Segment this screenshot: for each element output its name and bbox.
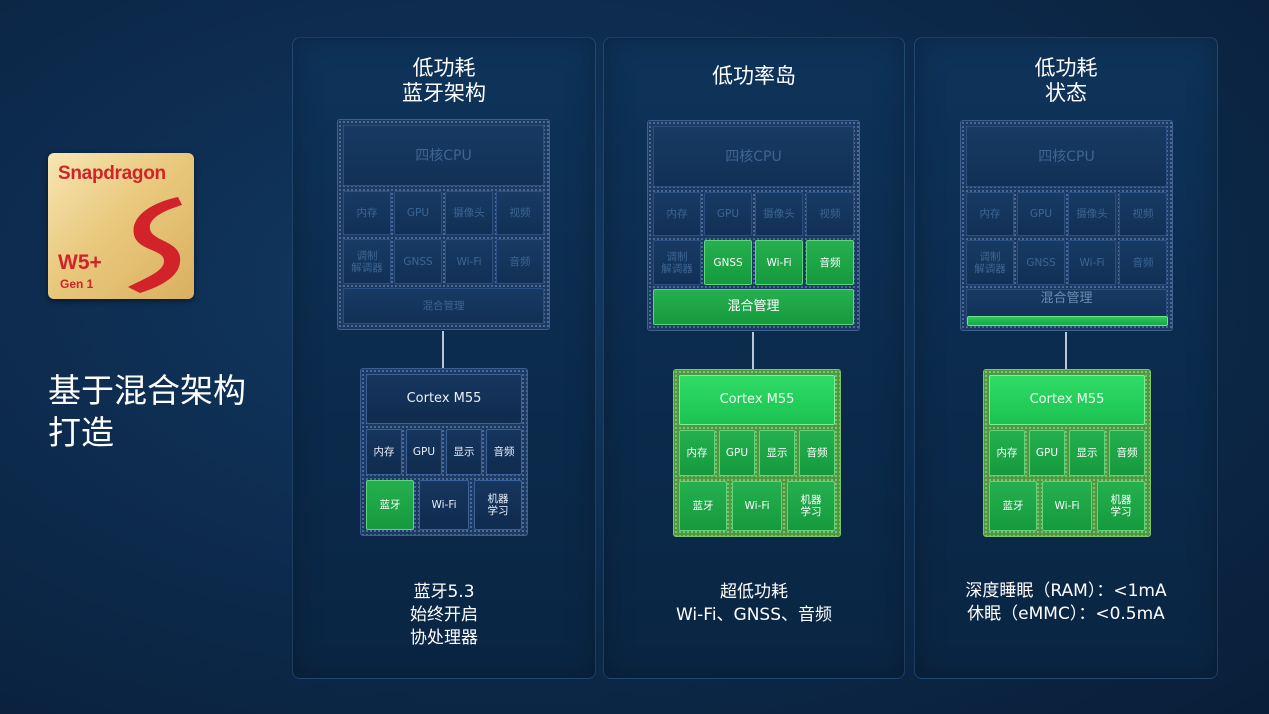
- audio-block: 音频: [1109, 430, 1145, 476]
- cortex-m55-core: Cortex M55: [989, 375, 1145, 425]
- display-block: 显示: [759, 430, 795, 476]
- memory-block: 内存: [679, 430, 715, 476]
- cpu-block: 四核CPU: [343, 125, 544, 186]
- bluetooth-block: 蓝牙: [366, 480, 414, 530]
- modem-block: 调制 解调器: [653, 240, 701, 285]
- logo-gen-text: Gen 1: [60, 277, 94, 291]
- display-block: 显示: [446, 429, 482, 475]
- cpu-block: 四核CPU: [966, 126, 1167, 187]
- connector-line: [1065, 332, 1067, 369]
- panel-title: 低功耗 蓝牙架构: [402, 56, 486, 105]
- wifi-block: Wi-Fi: [755, 240, 803, 285]
- main-title: 基于混合架构 打造: [48, 371, 246, 452]
- wifi-block: Wi-Fi: [1042, 481, 1092, 531]
- gpu-block: GPU: [406, 429, 442, 475]
- wifi-block: Wi-Fi: [419, 480, 469, 530]
- snapdragon-s-icon: [128, 197, 182, 293]
- panel-title: 低功耗 状态: [1034, 56, 1098, 105]
- ml-block: 机器 学习: [474, 480, 522, 530]
- panel-footer: 深度睡眠（RAM）：<1mA 休眠（eMMC）：<0.5mA: [965, 581, 1167, 624]
- memory-block: 内存: [989, 430, 1025, 476]
- panel-low-power-island: 低功率岛 四核CPU 内存 GPU 摄像头 视频 调制 解调器 GNSS Wi-…: [603, 37, 905, 679]
- cpu-block: 四核CPU: [653, 126, 854, 187]
- gpu-block: GPU: [394, 191, 442, 235]
- gnss-block: GNSS: [1017, 240, 1065, 285]
- camera-block: 摄像头: [445, 191, 493, 235]
- camera-block: 摄像头: [755, 192, 803, 236]
- modem-block: 调制 解调器: [343, 239, 391, 284]
- wifi-block: Wi-Fi: [1068, 240, 1116, 285]
- memory-block: 内存: [966, 192, 1014, 236]
- gnss-block: GNSS: [704, 240, 752, 285]
- gnss-block: GNSS: [394, 239, 442, 284]
- panel-title: 低功率岛: [712, 64, 796, 88]
- memory-block: 内存: [366, 429, 402, 475]
- cortex-block: Cortex M55 内存 GPU 显示 音频 蓝牙 Wi-Fi 机器 学习: [673, 369, 841, 537]
- cortex-m55-core: Cortex M55: [679, 375, 835, 425]
- modem-block: 调制 解调器: [966, 240, 1014, 285]
- gpu-block: GPU: [704, 192, 752, 236]
- wifi-block: Wi-Fi: [445, 239, 493, 284]
- bluetooth-block: 蓝牙: [989, 481, 1037, 531]
- bluetooth-block: 蓝牙: [679, 481, 727, 531]
- panel-low-power-bluetooth: 低功耗 蓝牙架构 四核CPU 内存 GPU 摄像头 视频 调制 解调器 GNSS…: [292, 37, 596, 679]
- panel-footer: 超低功耗 Wi-Fi、GNSS、音频: [675, 582, 833, 625]
- main-soc-block: 四核CPU 内存 GPU 摄像头 视频 调制 解调器 GNSS Wi-Fi 音频…: [960, 120, 1173, 331]
- snapdragon-logo: Snapdragon W5+ Gen 1: [48, 153, 194, 299]
- main-soc-block: 四核CPU 内存 GPU 摄像头 视频 调制 解调器 GNSS Wi-Fi 音频…: [337, 119, 550, 330]
- logo-model-text: W5+: [58, 251, 102, 274]
- gpu-block: GPU: [719, 430, 755, 476]
- audio-block: 音频: [799, 430, 835, 476]
- cortex-block: Cortex M55 内存 GPU 显示 音频 蓝牙 Wi-Fi 机器 学习: [983, 369, 1151, 537]
- audio-block: 音频: [806, 240, 854, 285]
- wifi-block: Wi-Fi: [732, 481, 782, 531]
- connector-line: [442, 331, 444, 368]
- cortex-block: Cortex M55 内存 GPU 显示 音频 蓝牙 Wi-Fi 机器 学习: [360, 368, 528, 536]
- hybrid-management-block: 混合管理: [653, 289, 854, 325]
- cortex-m55-core: Cortex M55: [366, 374, 522, 424]
- ml-block: 机器 学习: [1097, 481, 1145, 531]
- connector-line: [752, 332, 754, 369]
- video-block: 视频: [806, 192, 854, 236]
- main-soc-block: 四核CPU 内存 GPU 摄像头 视频 调制 解调器 GNSS Wi-Fi 音频…: [647, 120, 860, 331]
- audio-block: 音频: [486, 429, 522, 475]
- audio-block: 音频: [1119, 240, 1167, 285]
- memory-block: 内存: [343, 191, 391, 235]
- gpu-block: GPU: [1017, 192, 1065, 236]
- panel-low-power-state: 低功耗 状态 四核CPU 内存 GPU 摄像头 视频 调制 解调器 GNSS W…: [914, 37, 1218, 679]
- hybrid-management-active-bar: [967, 316, 1168, 326]
- gpu-block: GPU: [1029, 430, 1065, 476]
- display-block: 显示: [1069, 430, 1105, 476]
- memory-block: 内存: [653, 192, 701, 236]
- panel-footer: 蓝牙5.3 始终开启 协处理器: [410, 582, 478, 648]
- audio-block: 音频: [496, 239, 544, 284]
- logo-brand-text: Snapdragon: [58, 163, 166, 184]
- video-block: 视频: [496, 191, 544, 235]
- video-block: 视频: [1119, 192, 1167, 236]
- ml-block: 机器 学习: [787, 481, 835, 531]
- camera-block: 摄像头: [1068, 192, 1116, 236]
- hybrid-management-block: 混合管理: [343, 288, 544, 324]
